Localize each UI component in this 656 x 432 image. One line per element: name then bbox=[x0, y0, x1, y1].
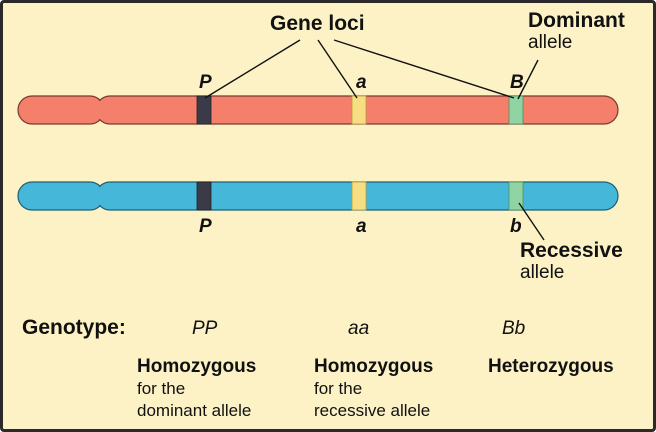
genotype-aa: aa bbox=[348, 318, 370, 339]
chromosome-top-centromere bbox=[95, 101, 105, 119]
band-top-p bbox=[196, 95, 212, 125]
dominant-label-line2: allele bbox=[528, 32, 573, 53]
desc-title: Homozygous bbox=[137, 356, 257, 377]
dominant-pointer bbox=[517, 59, 539, 100]
allele-top-a: a bbox=[356, 72, 367, 93]
desc-line2: recessive allele bbox=[314, 401, 431, 420]
recessive-label-line1: Recessive bbox=[520, 239, 623, 262]
allele-bottom-a: a bbox=[356, 216, 367, 237]
allele-bottom-b: b bbox=[510, 216, 522, 237]
gene-loci-pointers bbox=[204, 39, 545, 241]
desc-line1: for the bbox=[137, 379, 186, 398]
band-top-b bbox=[508, 95, 524, 125]
allele-bottom-p: P bbox=[199, 216, 212, 237]
recessive-label-line2: allele bbox=[520, 262, 565, 283]
chromosome-bottom-centromere bbox=[95, 187, 105, 205]
allele-top-p: P bbox=[199, 72, 212, 93]
dominant-allele-label: Dominant allele bbox=[528, 10, 625, 54]
gene-loci-label: Gene loci bbox=[270, 12, 365, 35]
dominant-label-line1: Dominant bbox=[528, 9, 625, 32]
desc-line2: dominant allele bbox=[137, 401, 252, 420]
description-homozygous-recessive: Homozygous for the recessive allele bbox=[314, 356, 433, 422]
recessive-allele-label: Recessive allele bbox=[520, 240, 623, 284]
pointer-to-a bbox=[317, 39, 358, 99]
chromosome-bottom-short-arm bbox=[17, 181, 105, 211]
genotype-label: Genotype: bbox=[22, 316, 126, 339]
pointer-to-p bbox=[204, 39, 301, 99]
pointer-to-b bbox=[333, 39, 515, 99]
allele-top-b: B bbox=[510, 72, 524, 93]
band-bottom-p bbox=[196, 181, 212, 211]
genotype-pp: PP bbox=[192, 318, 218, 339]
description-heterozygous: Heterozygous bbox=[488, 356, 614, 378]
desc-line1: for the bbox=[314, 379, 363, 398]
desc-title: Homozygous bbox=[314, 356, 434, 377]
chromosome-bottom bbox=[17, 181, 619, 211]
description-homozygous-dominant: Homozygous for the dominant allele bbox=[137, 356, 256, 422]
genotype-bb: Bb bbox=[502, 318, 526, 339]
desc-title: Heterozygous bbox=[488, 356, 614, 377]
band-bottom-a bbox=[351, 181, 367, 211]
chromosome-top bbox=[17, 95, 619, 125]
recessive-pointer bbox=[518, 202, 545, 241]
chromosome-top-short-arm bbox=[17, 95, 105, 125]
band-top-a bbox=[351, 95, 367, 125]
